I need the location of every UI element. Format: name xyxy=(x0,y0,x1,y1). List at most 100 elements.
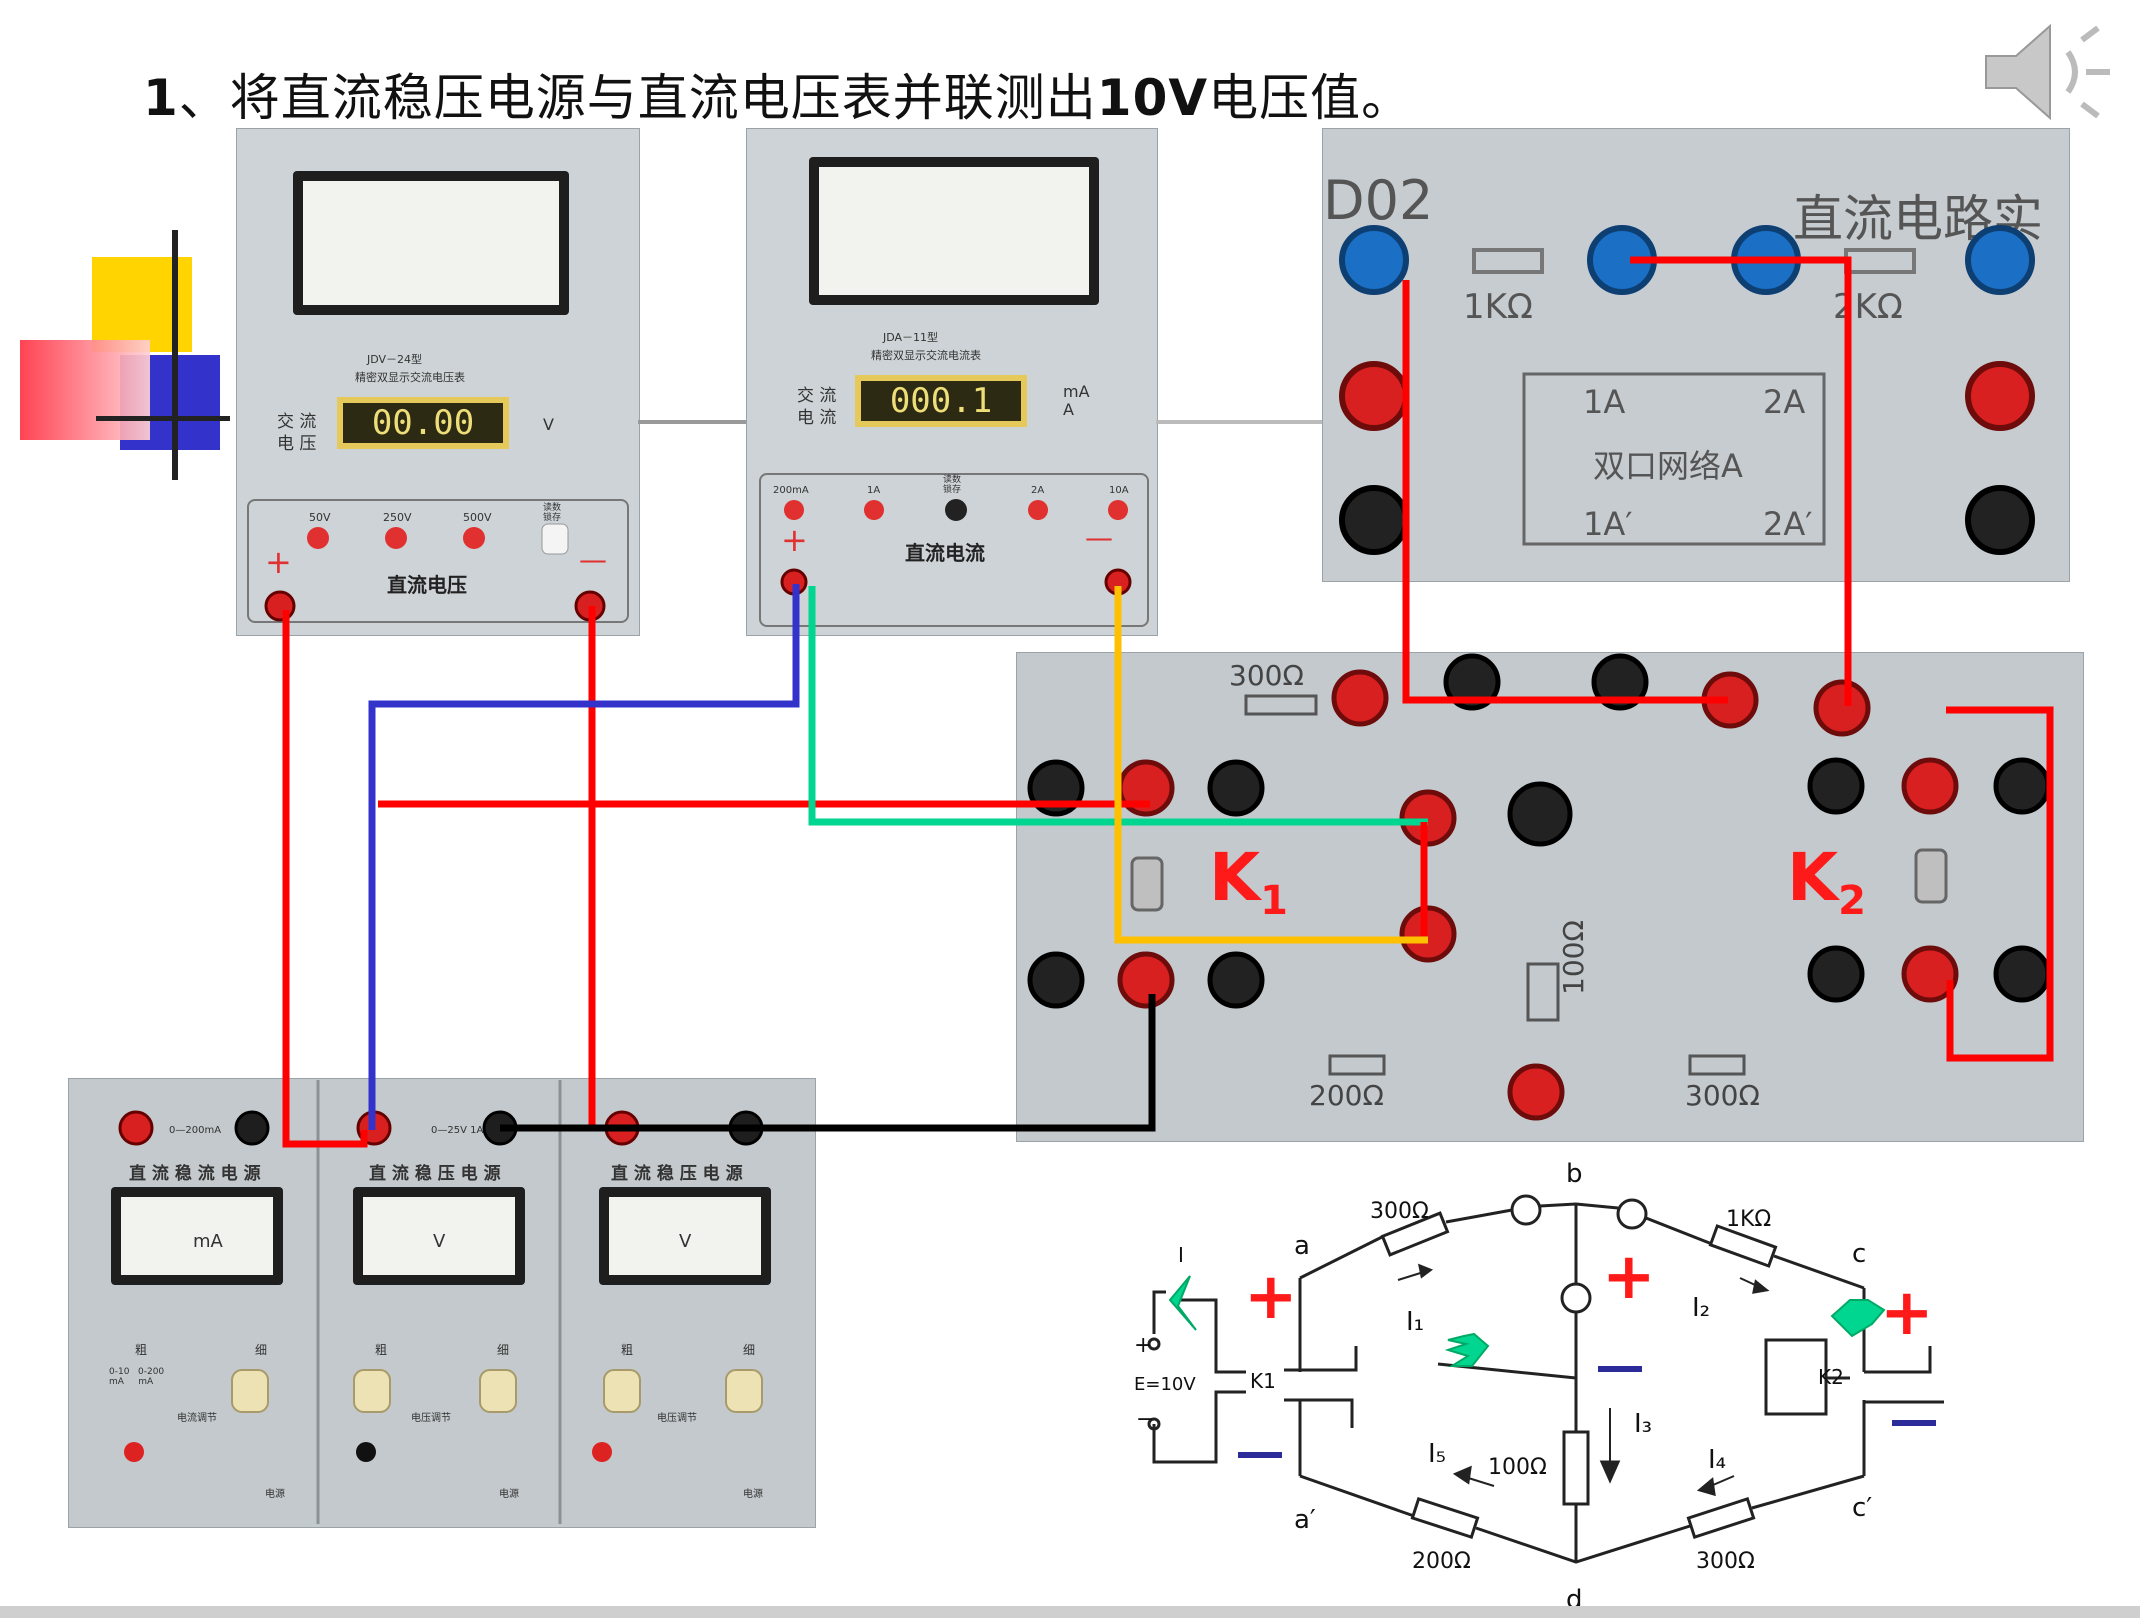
voltmeter-unit: V xyxy=(543,415,554,434)
supply-left-range: 0—200mA xyxy=(169,1125,222,1136)
port-2a-prime: 2A′ xyxy=(1763,505,1813,543)
r-ab-label: 300Ω xyxy=(1370,1199,1429,1224)
supply-mid-fine: 细 xyxy=(497,1343,510,1357)
ammeter-panel-name: 直流电流 xyxy=(905,541,985,565)
slide-title: 1、将直流稳压电源与直流电压表并联测出10V电压值。 xyxy=(143,58,1412,130)
ammeter-range-1a: 1A xyxy=(867,485,881,496)
supply-right-coarse: 粗 xyxy=(621,1343,634,1357)
supply-right-meter-unit: V xyxy=(679,1231,692,1252)
ammeter-hold-label: 读数 锁存 xyxy=(943,475,962,495)
wire-red-k2 xyxy=(1946,706,2054,1062)
ammeter-range-2a: 2A xyxy=(1031,485,1045,496)
schematic-signs: + + + xyxy=(1238,1240,1936,1458)
ammeter-control-box xyxy=(759,473,1149,627)
voltmeter-side-label: 交 流 电 压 xyxy=(277,412,317,454)
port-1a: 1A xyxy=(1583,383,1626,421)
switch-k2-label: K2 xyxy=(1787,839,1866,924)
plus-sign-b: + xyxy=(1602,1240,1656,1314)
r-bd-label: 100Ω xyxy=(1488,1455,1547,1480)
supply-mid-range: 0—25V 1A xyxy=(431,1125,484,1136)
i4-label: I₄ xyxy=(1708,1445,1726,1475)
plus-sign-a: + xyxy=(1244,1260,1298,1334)
speaker-icon[interactable] xyxy=(1978,12,2128,132)
ammeter-unit: mA A xyxy=(1063,382,1090,419)
supply-switch-labels: 0-10 0-200 mA mA xyxy=(109,1367,165,1387)
label-300ohm-top: 300Ω xyxy=(1229,659,1304,692)
supply-mid-title: 直 流 稳 压 电 源 xyxy=(369,1164,501,1184)
main-board-jacks xyxy=(1027,653,2051,1121)
wire-black xyxy=(500,994,1156,1132)
voltmeter-desc: 精密双显示交流电压表 xyxy=(355,371,465,384)
k2-schematic-label: K2 xyxy=(1818,1365,1844,1389)
voltmeter-range-50v: 50V xyxy=(309,511,331,524)
two-port-network: 双口网络A xyxy=(1593,447,1743,485)
voltmeter-hold-label: 读数 锁存 xyxy=(543,503,562,523)
voltmeter-analog-meter xyxy=(293,171,569,315)
supply-left-adjust: 电流调节 xyxy=(177,1413,217,1424)
node-c-prime: c′ xyxy=(1852,1493,1872,1523)
supply-mid-power: 电源 xyxy=(499,1489,519,1500)
plus-sign-c: + xyxy=(1880,1276,1934,1350)
voltmeter-model: JDV－24型 xyxy=(367,353,423,366)
r-ad-label: 200Ω xyxy=(1412,1549,1471,1574)
k2-subscript: 2 xyxy=(1838,878,1866,925)
supply-left-power: 电源 xyxy=(265,1489,285,1500)
supply-left-meter-unit: mA xyxy=(193,1231,223,1252)
supply-left-coarse: 粗 xyxy=(135,1343,148,1357)
k1-schematic-label: K1 xyxy=(1250,1369,1276,1393)
supply-right-title: 直 流 稳 压 电 源 xyxy=(611,1164,743,1184)
label-1kohm: 1KΩ xyxy=(1463,287,1533,327)
wire-yellow xyxy=(1114,586,1428,944)
supply-right-adjust: 电压调节 xyxy=(657,1413,697,1424)
main-circuit-board: 300Ω 100Ω 200Ω 300Ω K1 K2 xyxy=(1016,652,2084,1142)
k2-letter: K xyxy=(1787,839,1839,916)
k1-subscript: 1 xyxy=(1260,878,1288,925)
supply-right-fine: 细 xyxy=(743,1343,756,1357)
supply-left-meter xyxy=(111,1187,283,1285)
decorative-logo xyxy=(20,230,230,480)
ammeter-model: JDA－11型 xyxy=(883,331,939,344)
voltmeter-range-500v: 500V xyxy=(463,511,492,524)
supply-mid-coarse: 粗 xyxy=(375,1343,388,1357)
voltmeter-range-250v: 250V xyxy=(383,511,412,524)
supply-left-title: 直 流 稳 流 电 源 xyxy=(129,1164,261,1184)
ammeter-panel: JDA－11型 精密双显示交流电流表 交 流 电 流 000.1 mA A 20… xyxy=(746,128,1158,636)
minus-sign-c xyxy=(1892,1420,1936,1426)
supply-mid-meter xyxy=(353,1187,525,1285)
voltmeter-display: 00.00 xyxy=(337,397,509,449)
r-cd-label: 300Ω xyxy=(1696,1549,1755,1574)
r-bc-label: 1KΩ xyxy=(1726,1207,1771,1232)
supply-mid-meter-unit: V xyxy=(433,1231,446,1252)
panel-divider-line xyxy=(1156,420,1322,424)
voltmeter-panel-name: 直流电压 xyxy=(387,573,467,597)
ammeter-desc: 精密双显示交流电流表 xyxy=(871,349,981,362)
port-1a-prime: 1A′ xyxy=(1583,505,1633,543)
current-i-label: I xyxy=(1178,1243,1184,1267)
wire-red-1 xyxy=(282,610,368,1148)
node-a: a xyxy=(1294,1231,1310,1261)
source-label: E=10V xyxy=(1134,1374,1196,1395)
wire-blue xyxy=(368,584,800,1130)
title-text-2: 电压值。 xyxy=(1208,69,1413,127)
minus-sign-a xyxy=(1238,1452,1282,1458)
panel-divider-line xyxy=(638,420,746,424)
supply-mid-adjust: 电压调节 xyxy=(411,1413,451,1424)
switch-k1-label: K1 xyxy=(1209,839,1288,924)
title-bold-value: 10V xyxy=(1096,69,1209,127)
minus-sign-b xyxy=(1598,1366,1642,1372)
schematic xyxy=(1147,1194,1944,1564)
k1-letter: K xyxy=(1209,839,1261,916)
title-text-1: 、将直流稳压电源与直流电压表并联测出 xyxy=(178,69,1097,127)
voltmeter-control-box xyxy=(247,499,629,623)
supply-right-power: 电源 xyxy=(743,1489,763,1500)
board-code: D02 xyxy=(1323,169,1434,232)
source-minus: − xyxy=(1136,1407,1154,1432)
wire-red-loop-b xyxy=(1630,256,1852,706)
node-c: c xyxy=(1852,1239,1866,1269)
schematic-labels: b a c a′ c′ d 300Ω 1KΩ 100Ω 200Ω 300Ω I₁… xyxy=(1134,1159,1872,1615)
ammeter-range-200ma: 200mA xyxy=(773,485,809,496)
voltmeter-panel: JDV－24型 精密双显示交流电压表 交 流 电 压 00.00 V 50V 2… xyxy=(236,128,640,636)
i5-label: I₅ xyxy=(1428,1439,1446,1469)
dc-power-supply: 直 流 稳 流 电 源 直 流 稳 压 电 源 直 流 稳 压 电 源 0—20… xyxy=(68,1078,816,1528)
